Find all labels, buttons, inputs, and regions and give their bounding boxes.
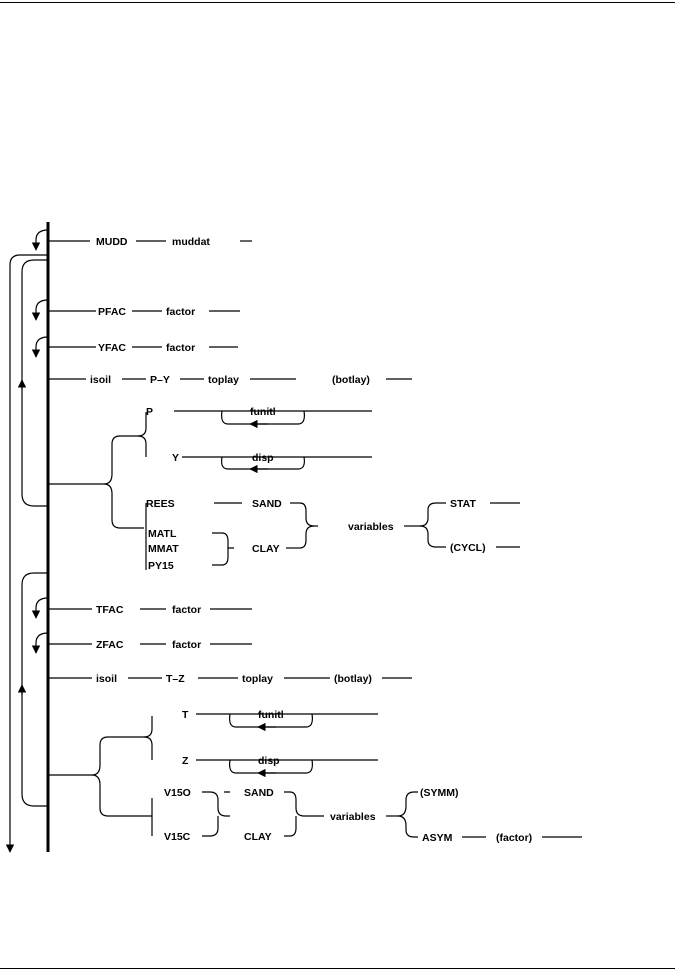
asym-keyword: ASYM	[422, 832, 453, 844]
mudd-keyword: MUDD	[96, 236, 128, 248]
pfac-param: factor	[166, 306, 195, 318]
py-variables: variables	[348, 521, 394, 533]
top-rule	[0, 2, 675, 3]
isoil-py-start: isoil	[90, 374, 111, 386]
py-sand: SAND	[252, 498, 282, 510]
tfac-keyword: TFAC	[96, 604, 124, 616]
z-param: disp	[258, 755, 280, 767]
yfac-keyword: YFAC	[98, 342, 126, 354]
tz-variables: variables	[330, 811, 376, 823]
t-param: funitl	[258, 709, 284, 721]
stat-keyword: STAT	[450, 498, 476, 510]
y-param: disp	[252, 452, 274, 464]
bottom-rule	[0, 968, 675, 969]
py-toplay: toplay	[208, 374, 239, 386]
zfac-param: factor	[172, 639, 201, 651]
py-botlay: (botlay)	[332, 374, 370, 386]
py-clay: CLAY	[252, 543, 280, 555]
p-param: funitl	[250, 406, 276, 418]
tfac-param: factor	[172, 604, 201, 616]
py-keyword: P–Y	[150, 374, 170, 386]
matl-keyword: MATL	[148, 528, 177, 540]
y-keyword: Y	[172, 452, 179, 464]
tz-sand: SAND	[244, 787, 274, 799]
mudd-param: muddat	[172, 236, 210, 248]
zfac-keyword: ZFAC	[96, 639, 124, 651]
tz-botlay: (botlay)	[334, 673, 372, 685]
cycl-keyword: (CYCL)	[450, 542, 486, 554]
rees-keyword: REES	[146, 498, 175, 510]
mmat-keyword: MMAT	[148, 543, 179, 555]
p-keyword: P	[146, 406, 153, 418]
tz-toplay: toplay	[242, 673, 273, 685]
tz-clay: CLAY	[244, 831, 272, 843]
v15o-keyword: V15O	[164, 787, 191, 799]
pfac-keyword: PFAC	[98, 306, 126, 318]
symm-keyword: (SYMM)	[420, 787, 459, 799]
tz-keyword: T–Z	[166, 673, 185, 685]
isoil-tz-start: isoil	[96, 673, 117, 685]
yfac-param: factor	[166, 342, 195, 354]
asym-factor: (factor)	[496, 832, 532, 844]
z-keyword: Z	[182, 755, 189, 767]
v15c-keyword: V15C	[164, 831, 191, 843]
py15-keyword: PY15	[148, 560, 174, 572]
t-keyword: T	[182, 709, 189, 721]
